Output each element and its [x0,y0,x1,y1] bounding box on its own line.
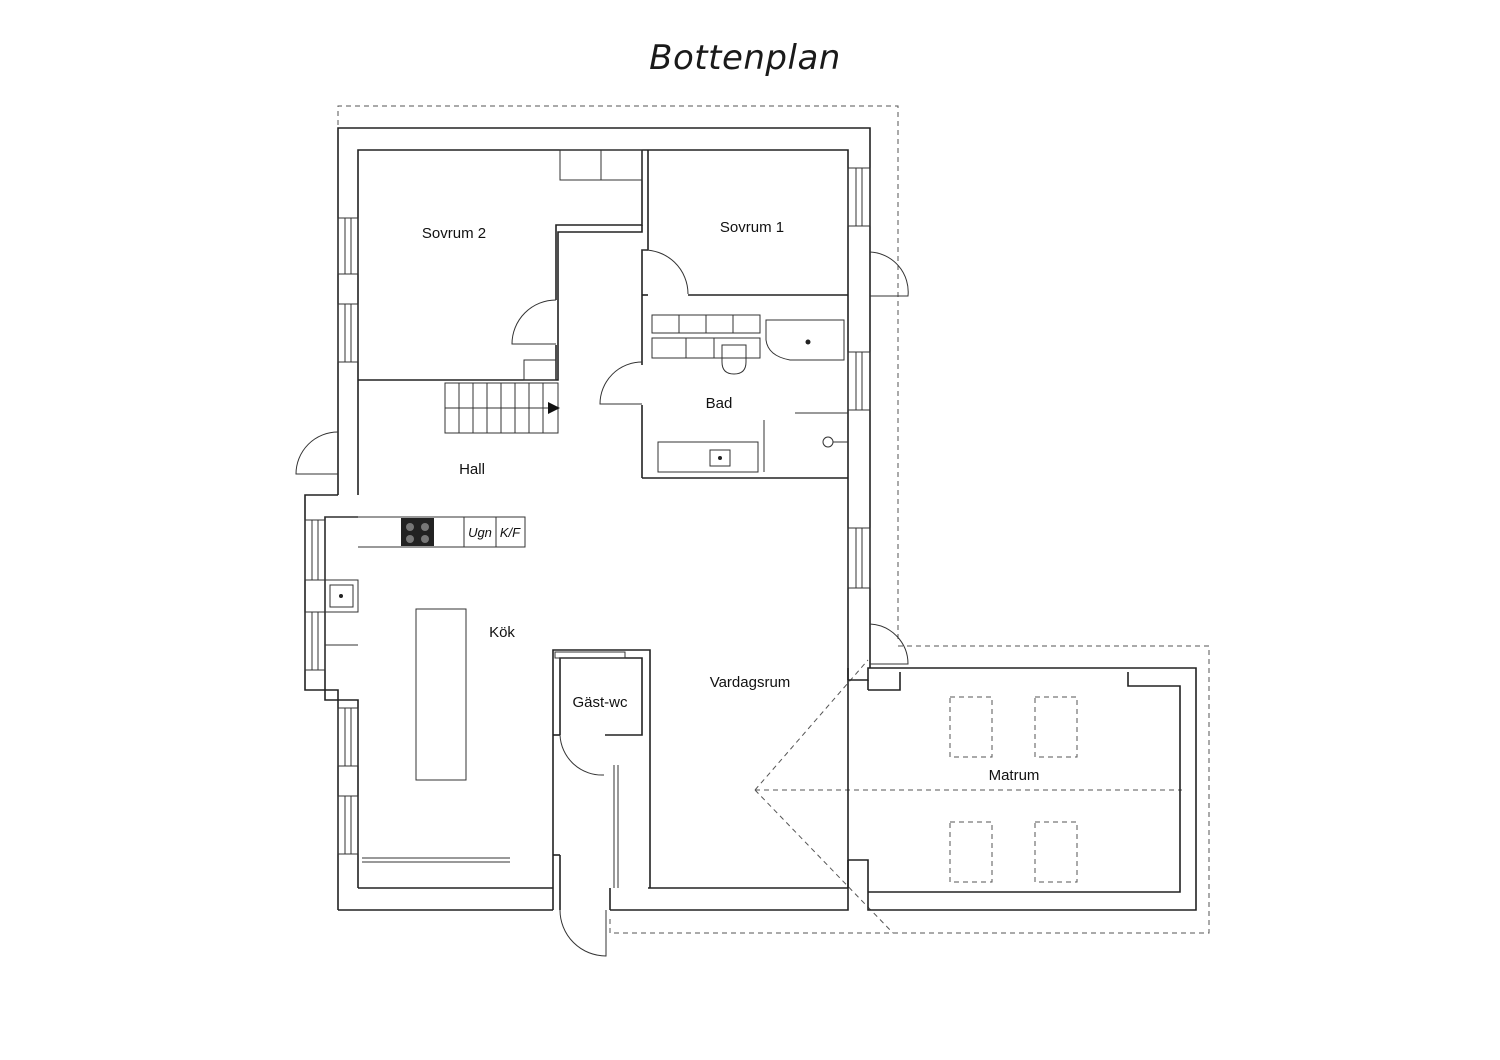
room-label-sovrum2: Sovrum 2 [422,225,486,242]
fridge-label: K/F [500,525,521,540]
oven-label: Ugn [468,525,492,540]
stair-arrow-icon [548,402,560,414]
bathtub-drain-icon [805,339,811,345]
kitchen-sink-icon [329,584,354,608]
kitchen-island [415,608,467,781]
sink-icon [709,449,731,467]
bath-fixtures [651,314,848,473]
room-label-gastwc: Gäst-wc [572,694,628,711]
room-label-sovrum1: Sovrum 1 [720,219,784,236]
room-label-hall: Hall [459,461,485,478]
room-label-kok: Kök [489,624,515,641]
doors [295,249,909,957]
room-label-vardagsrum: Vardagsrum [710,674,791,691]
kitchen-fixtures [324,516,526,781]
room-label-matrum: Matrum [989,767,1040,784]
windows [304,167,871,855]
plan-title: Bottenplan [649,38,841,78]
exterior-walls [304,127,871,911]
stairs [444,382,560,434]
roof-outline [337,105,1210,934]
shower-icon [822,436,834,448]
room-label-bad: Bad [706,395,733,412]
stove-icon [401,518,434,546]
interior-walls [358,149,848,910]
matrum-walls [848,667,1197,911]
room-labels: Sovrum 2 Sovrum 1 Bad Hall Kök Gäst-wc V… [422,219,1040,784]
